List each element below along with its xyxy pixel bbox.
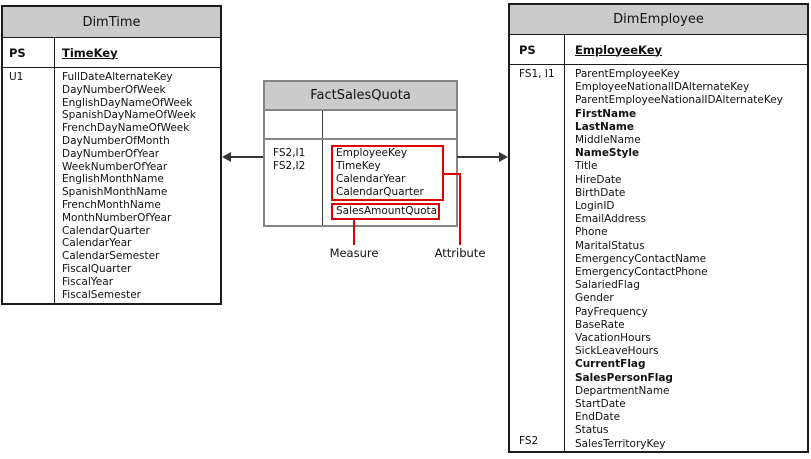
dimemployee-field: FirstName	[575, 107, 637, 120]
dimemployee-field: HireDate	[575, 173, 622, 186]
dimemployee-row-key-top: FS1, I1	[519, 68, 555, 80]
dimemployee-field: Status	[575, 424, 609, 437]
table-dimemployee: DimEmployee PS EmployeeKey FS1, I1 FS2 P…	[508, 3, 809, 453]
dimtime-field: FullDateAlternateKey	[62, 71, 173, 83]
attribute-connector-line-horizontal	[444, 173, 461, 175]
dimtime-field: FrenchDayNameOfWeek	[62, 122, 190, 135]
dimtime-field: CalendarSemester	[62, 250, 160, 263]
arrow-head-right-icon	[499, 152, 508, 162]
dimtime-field: FrenchMonthName	[62, 198, 161, 211]
factsalesquota-attribute-field: CalendarQuarter	[336, 186, 424, 198]
table-dimtime: DimTime PS TimeKey U1 FullDateAlternateK…	[1, 5, 222, 305]
measure-connector-line	[353, 220, 355, 245]
dimemployee-field: PayFrequency	[575, 305, 648, 318]
dimemployee-field: SalesPersonFlag	[575, 371, 673, 384]
dimemployee-field: MiddleName	[575, 134, 641, 147]
dimtime-field: DayNumberOfWeek	[62, 83, 166, 96]
dimemployee-field: ParentEmployeeKey	[575, 68, 680, 80]
dimemployee-field: SickLeaveHours	[575, 345, 659, 358]
factsalesquota-title: FactSalesQuota	[265, 82, 456, 111]
dimtime-title: DimTime	[3, 7, 220, 38]
factsalesquota-attribute-field: EmployeeKey	[336, 147, 408, 159]
dimemployee-primary-key-field: EmployeeKey	[575, 42, 663, 57]
dimemployee-field: VacationHours	[575, 332, 651, 345]
dimemployee-field: ParentEmployeeNationalIDAlternateKey	[575, 94, 783, 107]
dimemployee-field: EmergencyContactName	[575, 252, 707, 265]
relationship-arrow-dimtime	[222, 151, 264, 163]
dimemployee-field: EmergencyContactPhone	[575, 266, 708, 279]
factsalesquota-attribute-field: CalendarYear	[336, 173, 406, 185]
dimtime-field: MonthNumberOfYear	[62, 211, 172, 224]
dimemployee-field: Phone	[575, 226, 608, 239]
measure-highlight-box: SalesAmountQuota	[331, 203, 440, 220]
dimtime-field: CalendarYear	[62, 237, 132, 250]
factsalesquota-empty-key-cell	[265, 111, 323, 138]
dimemployee-key-column-header: PS	[510, 35, 565, 64]
dimtime-row-key: U1	[3, 68, 55, 303]
dimtime-field: DayNumberOfYear	[62, 147, 160, 160]
dimemployee-field: LastName	[575, 120, 634, 133]
measure-label: Measure	[329, 246, 379, 260]
arrow-shaft	[229, 156, 264, 158]
dimtime-field: SpanishDayNameOfWeek	[62, 109, 196, 122]
dimemployee-field: CurrentFlag	[575, 358, 646, 371]
dimtime-field: FiscalYear	[62, 275, 114, 288]
dimemployee-field: Gender	[575, 292, 614, 305]
dimemployee-field: SalariedFlag	[575, 279, 640, 292]
factsalesquota-key: FS2,I2	[273, 160, 306, 172]
dimemployee-title: DimEmployee	[510, 5, 807, 35]
dimemployee-field: BirthDate	[575, 186, 626, 199]
dimtime-field: SpanishMonthName	[62, 186, 168, 199]
dimemployee-field: DepartmentName	[575, 384, 670, 397]
arrow-shaft	[457, 156, 501, 158]
dimemployee-field: EmployeeNationalIDAlternateKey	[575, 81, 750, 94]
dimtime-field: EnglishDayNameOfWeek	[62, 96, 193, 109]
dimemployee-field: EmailAddress	[575, 213, 646, 226]
factsalesquota-empty-header-row	[265, 111, 456, 140]
factsalesquota-measure-field: SalesAmountQuota	[336, 205, 438, 217]
factsalesquota-key: FS2,I1	[273, 147, 306, 159]
dimtime-primary-key-field: TimeKey	[62, 45, 118, 60]
dimtime-field: FiscalSemester	[62, 288, 141, 301]
dimtime-field: CalendarQuarter	[62, 224, 150, 237]
dimemployee-field: NameStyle	[575, 147, 640, 160]
dimtime-column-header-row: PS TimeKey	[3, 38, 220, 68]
dimtime-key-column-header: PS	[3, 38, 55, 67]
dimemployee-field: SalesTerritoryKey	[575, 437, 666, 450]
dimtime-field: DayNumberOfMonth	[62, 134, 170, 147]
dimemployee-field: Title	[575, 160, 598, 173]
attribute-connector-line-vertical	[459, 173, 461, 245]
dimemployee-column-header-row: PS EmployeeKey	[510, 35, 807, 65]
arrow-head-left-icon	[222, 152, 231, 162]
dimemployee-field: BaseRate	[575, 318, 625, 331]
dimtime-field: EnglishMonthName	[62, 173, 164, 186]
dimemployee-field: MaritalStatus	[575, 239, 645, 252]
relationship-arrow-dimemployee	[457, 151, 508, 163]
attribute-label: Attribute	[434, 246, 486, 260]
factsalesquota-attribute-field: TimeKey	[336, 160, 381, 172]
dimemployee-field: EndDate	[575, 411, 621, 424]
dimemployee-row-keys: FS1, I1 FS2	[510, 65, 565, 451]
dimemployee-field: LoginID	[575, 200, 615, 213]
dimtime-field: WeekNumberOfYear	[62, 160, 168, 173]
factsalesquota-empty-field-cell	[323, 111, 456, 138]
dimemployee-field: StartDate	[575, 398, 626, 411]
dimtime-field: FiscalQuarter	[62, 262, 132, 275]
dimemployee-row-key-bottom: FS2	[519, 434, 539, 447]
